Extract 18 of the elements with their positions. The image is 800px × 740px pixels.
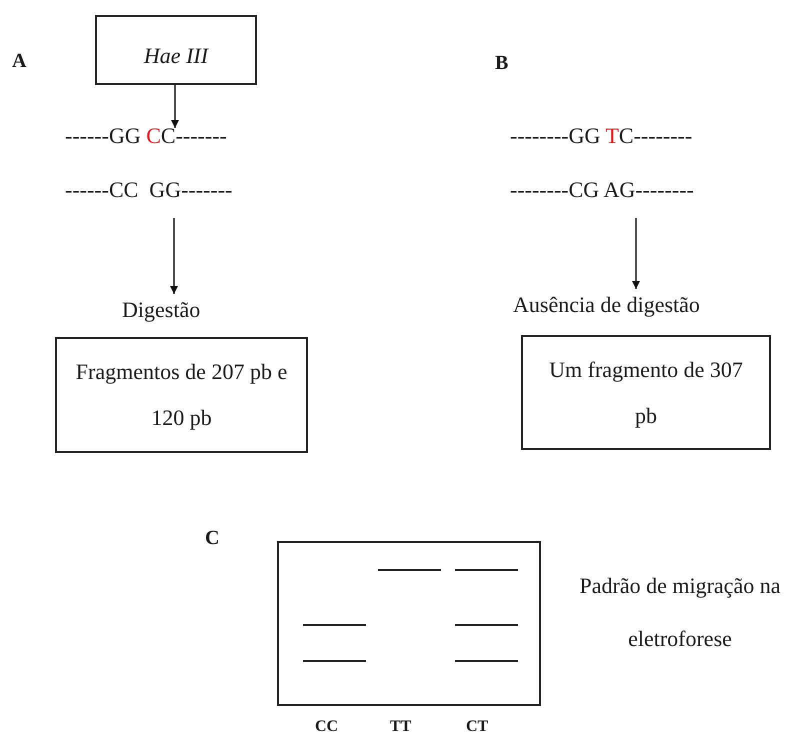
- result-box: Um fragmento de 307 pb: [521, 335, 771, 450]
- panel-letter: A: [12, 50, 26, 73]
- result-text: Ausência de digestão: [513, 291, 700, 319]
- panel-letter: C: [205, 527, 220, 550]
- lane-label: CT: [466, 718, 488, 736]
- arrow: [170, 218, 178, 294]
- result-box: Fragmentos de 207 pb e 120 pb: [55, 337, 308, 453]
- dna-strand: --------CG AG--------: [510, 176, 694, 204]
- panel-letter: B: [495, 52, 508, 75]
- lane-label: TT: [390, 718, 412, 736]
- dna-strand: ------CC GG-------: [65, 176, 232, 204]
- gel-caption: Padrão de migração na eletroforese: [578, 572, 782, 653]
- enzyme-box: Hae III: [95, 15, 257, 85]
- gel-box: [277, 541, 541, 706]
- arrow: [632, 218, 640, 289]
- arrow: [171, 85, 179, 128]
- result-text: Digestão: [122, 296, 200, 324]
- lane-label: CC: [315, 718, 338, 736]
